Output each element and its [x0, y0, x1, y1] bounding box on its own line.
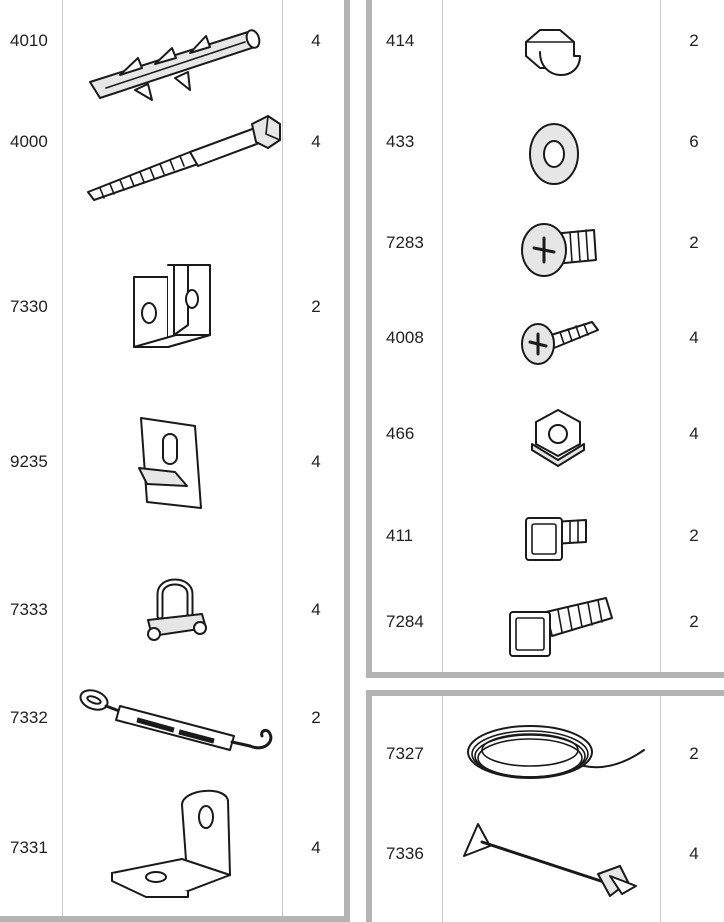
turnbuckle-icon: [74, 682, 279, 762]
part-code: 7284: [386, 612, 424, 631]
u-bracket-icon: [128, 255, 218, 355]
part-code: 7332: [10, 708, 48, 727]
part-code: 7331: [10, 838, 48, 857]
divider-line: [442, 0, 443, 672]
l-bracket-icon: [106, 785, 236, 900]
part-code: 7283: [386, 233, 424, 252]
part-quantity: 2: [689, 612, 699, 631]
pan-head-screw-icon: [516, 218, 606, 283]
divider-line: [660, 0, 661, 672]
part-code: 411: [386, 526, 414, 545]
right-top-parts-panel: 414 2 433 6 7283 2 4008 4: [366, 0, 724, 678]
part-code: 4008: [386, 328, 424, 347]
part-code: 433: [386, 132, 415, 151]
washer-icon: [524, 118, 584, 188]
part-quantity: 2: [689, 31, 699, 50]
part-quantity: 2: [689, 526, 699, 545]
divider-line: [282, 0, 283, 916]
lag-screw-icon: [80, 110, 285, 205]
divider-line: [62, 0, 63, 916]
part-quantity: 2: [311, 297, 321, 316]
divider-line: [660, 696, 661, 922]
part-quantity: 2: [311, 708, 321, 727]
part-code: 7333: [10, 600, 48, 619]
flange-nut-icon: [528, 404, 588, 468]
part-quantity: 4: [311, 452, 321, 471]
part-code: 4000: [10, 132, 48, 151]
part-quantity: 4: [311, 132, 321, 151]
part-quantity: 4: [689, 844, 699, 863]
wire-cable-coil-icon: [464, 714, 654, 794]
part-quantity: 4: [689, 328, 699, 347]
part-code: 4010: [10, 31, 48, 50]
part-code: 414: [386, 31, 415, 50]
wall-hook-plate-icon: [135, 412, 210, 512]
part-quantity: 4: [311, 838, 321, 857]
left-parts-panel: 4010 4 4000 4 7330 2: [0, 0, 350, 922]
part-quantity: 4: [689, 424, 699, 443]
part-code: 7336: [386, 844, 424, 863]
divider-line: [442, 696, 443, 922]
part-quantity: 4: [311, 600, 321, 619]
part-code: 9235: [10, 452, 48, 471]
part-quantity: 2: [689, 233, 699, 252]
short-square-bolt-icon: [522, 508, 592, 568]
part-code: 7330: [10, 297, 48, 316]
part-quantity: 2: [689, 744, 699, 763]
part-quantity: 4: [311, 31, 321, 50]
long-square-bolt-icon: [506, 592, 616, 662]
part-code: 466: [386, 424, 415, 443]
part-quantity: 6: [689, 132, 699, 151]
wire-rope-clip-icon: [142, 570, 212, 650]
part-code: 7327: [386, 744, 424, 763]
ground-anchor-stake-icon: [460, 816, 640, 901]
cap-nut-icon: [520, 22, 584, 86]
self-drilling-screw-icon: [518, 312, 608, 372]
right-bottom-parts-panel: 7327 2 7336 4: [366, 690, 724, 922]
wall-plug-anchor-icon: [80, 20, 270, 110]
